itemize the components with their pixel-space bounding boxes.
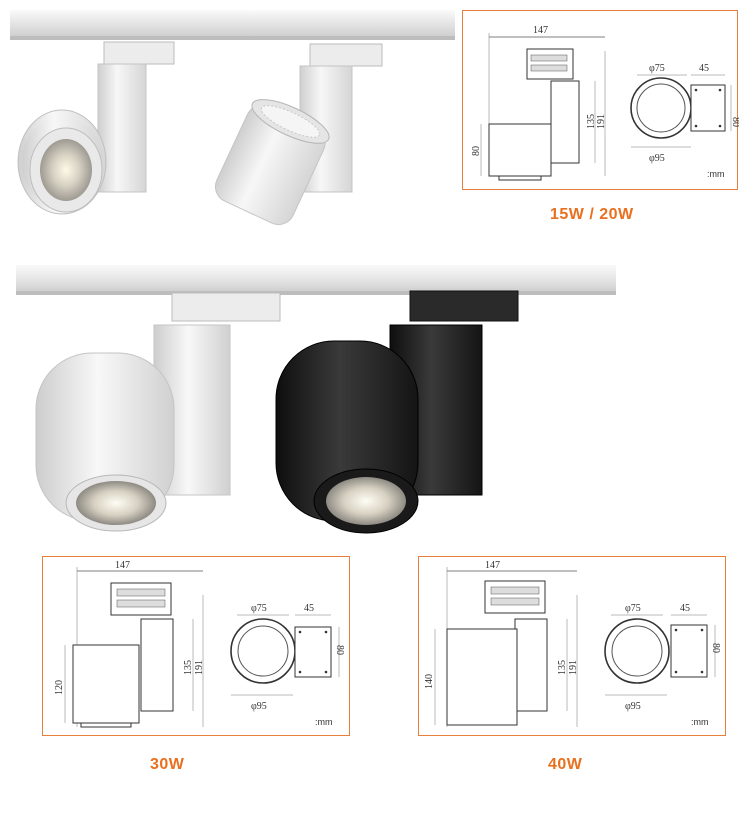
dim-total-height: 191 [596, 114, 607, 129]
dim-adapter-width: 45 [680, 603, 690, 614]
dimension-drawing-40w: 147 135 191 140 φ75 45 80 φ95 :mm [418, 556, 726, 736]
white-spotlight-right [214, 43, 383, 226]
dim-inner-dia: φ75 [625, 603, 641, 614]
dim-head-height: 80 [471, 146, 482, 156]
dim-adapter-width: 45 [304, 603, 314, 614]
dim-body-height: 135 [183, 660, 194, 675]
dim-head-height: 140 [424, 674, 435, 689]
dim-inner-dia: φ75 [649, 63, 665, 74]
dim-inner-dia: φ75 [251, 603, 267, 614]
dim-head-height: 120 [54, 680, 65, 695]
dim-width: 147 [485, 560, 500, 571]
dimension-drawing-15w-20w: 147 135 191 80 φ75 45 80 φ95 :mm [462, 10, 739, 190]
dim-outer-dia: φ95 [649, 153, 665, 164]
dim-body-height: 135 [586, 114, 597, 129]
track-rail [10, 10, 455, 40]
dim-adapter-height: 80 [334, 645, 345, 655]
caption-15w-20w: 15W / 20W [550, 206, 634, 223]
caption-30w: 30W [150, 756, 185, 773]
white-spotlight-large [35, 292, 281, 532]
unit-label: :mm [707, 169, 725, 179]
dim-adapter-width: 45 [699, 63, 709, 74]
white-spotlight-left [17, 41, 175, 215]
track-rail [16, 265, 616, 295]
dimension-drawing-30w: 147 135 191 120 φ75 45 80 φ95 :mm [42, 556, 350, 736]
black-spotlight-large [275, 290, 519, 534]
dim-outer-dia: φ95 [251, 701, 267, 712]
small-track-lights-photo [10, 10, 455, 226]
unit-label: :mm [691, 717, 709, 727]
unit-label: :mm [315, 717, 333, 727]
dim-width: 147 [533, 25, 548, 36]
dim-width: 147 [115, 560, 130, 571]
dim-adapter-height: 80 [710, 643, 721, 653]
caption-40w: 40W [548, 756, 583, 773]
dim-total-height: 191 [194, 660, 205, 675]
dim-adapter-height: 80 [730, 117, 739, 127]
dim-total-height: 191 [568, 660, 579, 675]
dim-outer-dia: φ95 [625, 701, 641, 712]
large-track-lights-photo [16, 265, 616, 534]
dim-body-height: 135 [557, 660, 568, 675]
